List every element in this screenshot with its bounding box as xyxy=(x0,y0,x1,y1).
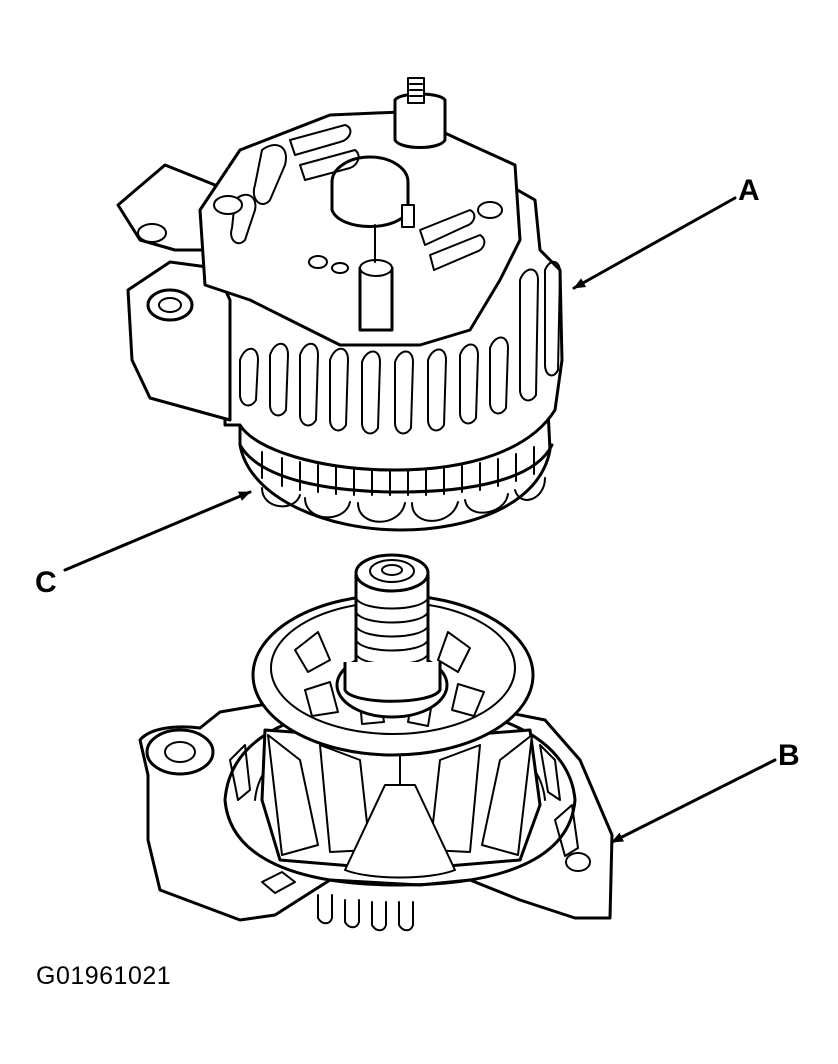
callout-label-c: C xyxy=(35,566,57,599)
rotor-drawing xyxy=(251,553,542,879)
callout-c: C xyxy=(35,490,252,599)
front-housing-drawing xyxy=(138,553,614,932)
rear-housing-drawing xyxy=(116,77,564,532)
figure-id: G01961021 xyxy=(36,962,172,990)
callout-a: A xyxy=(572,174,760,290)
callout-b: B xyxy=(610,739,800,844)
callout-label-a: A xyxy=(738,174,760,207)
callout-label-b: B xyxy=(778,739,800,772)
